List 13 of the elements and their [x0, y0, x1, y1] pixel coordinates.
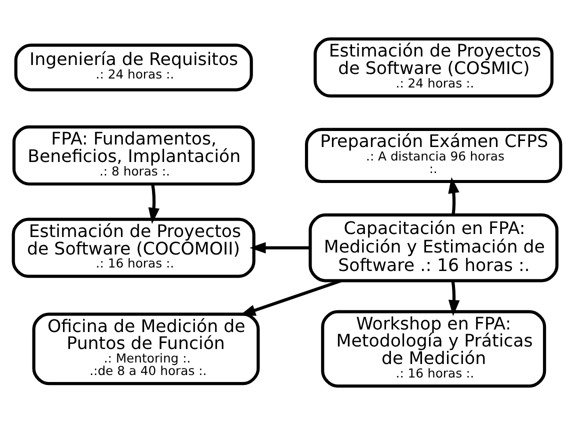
arrow — [148, 184, 160, 224]
node-box: FPA: Fundamentos, Beneficios, Implantación .: 8 horas :. — [12, 125, 255, 186]
node-box: Preparación Exámen CFPS .: A distancia 96 horas :. — [304, 128, 562, 184]
arrow — [448, 177, 460, 216]
node-box: Estimación de Proyectos de Software (COSMIC) .: 24 horas :. — [314, 37, 554, 98]
arrow — [239, 279, 342, 316]
node-box: Estimación de Proyectos de Software (COCOMOII) .: 16 horas :. — [12, 218, 256, 278]
node-box: Capacitación en FPA: Medición y Estimación de Software .: 16 horas :. — [308, 213, 558, 282]
node-box: Ingeniería de Requisitos .: 24 horas :. — [14, 44, 253, 92]
node-box: Workshop en FPA: Metodología y Práticas de Medición .: 16 horas :. — [321, 310, 546, 388]
node-box: Oficina de Medición de Puntos de Función .: Mentoring :. .:de 8 a 40 horas :. — [32, 312, 260, 386]
arrow — [448, 280, 460, 316]
arrow — [250, 242, 310, 254]
